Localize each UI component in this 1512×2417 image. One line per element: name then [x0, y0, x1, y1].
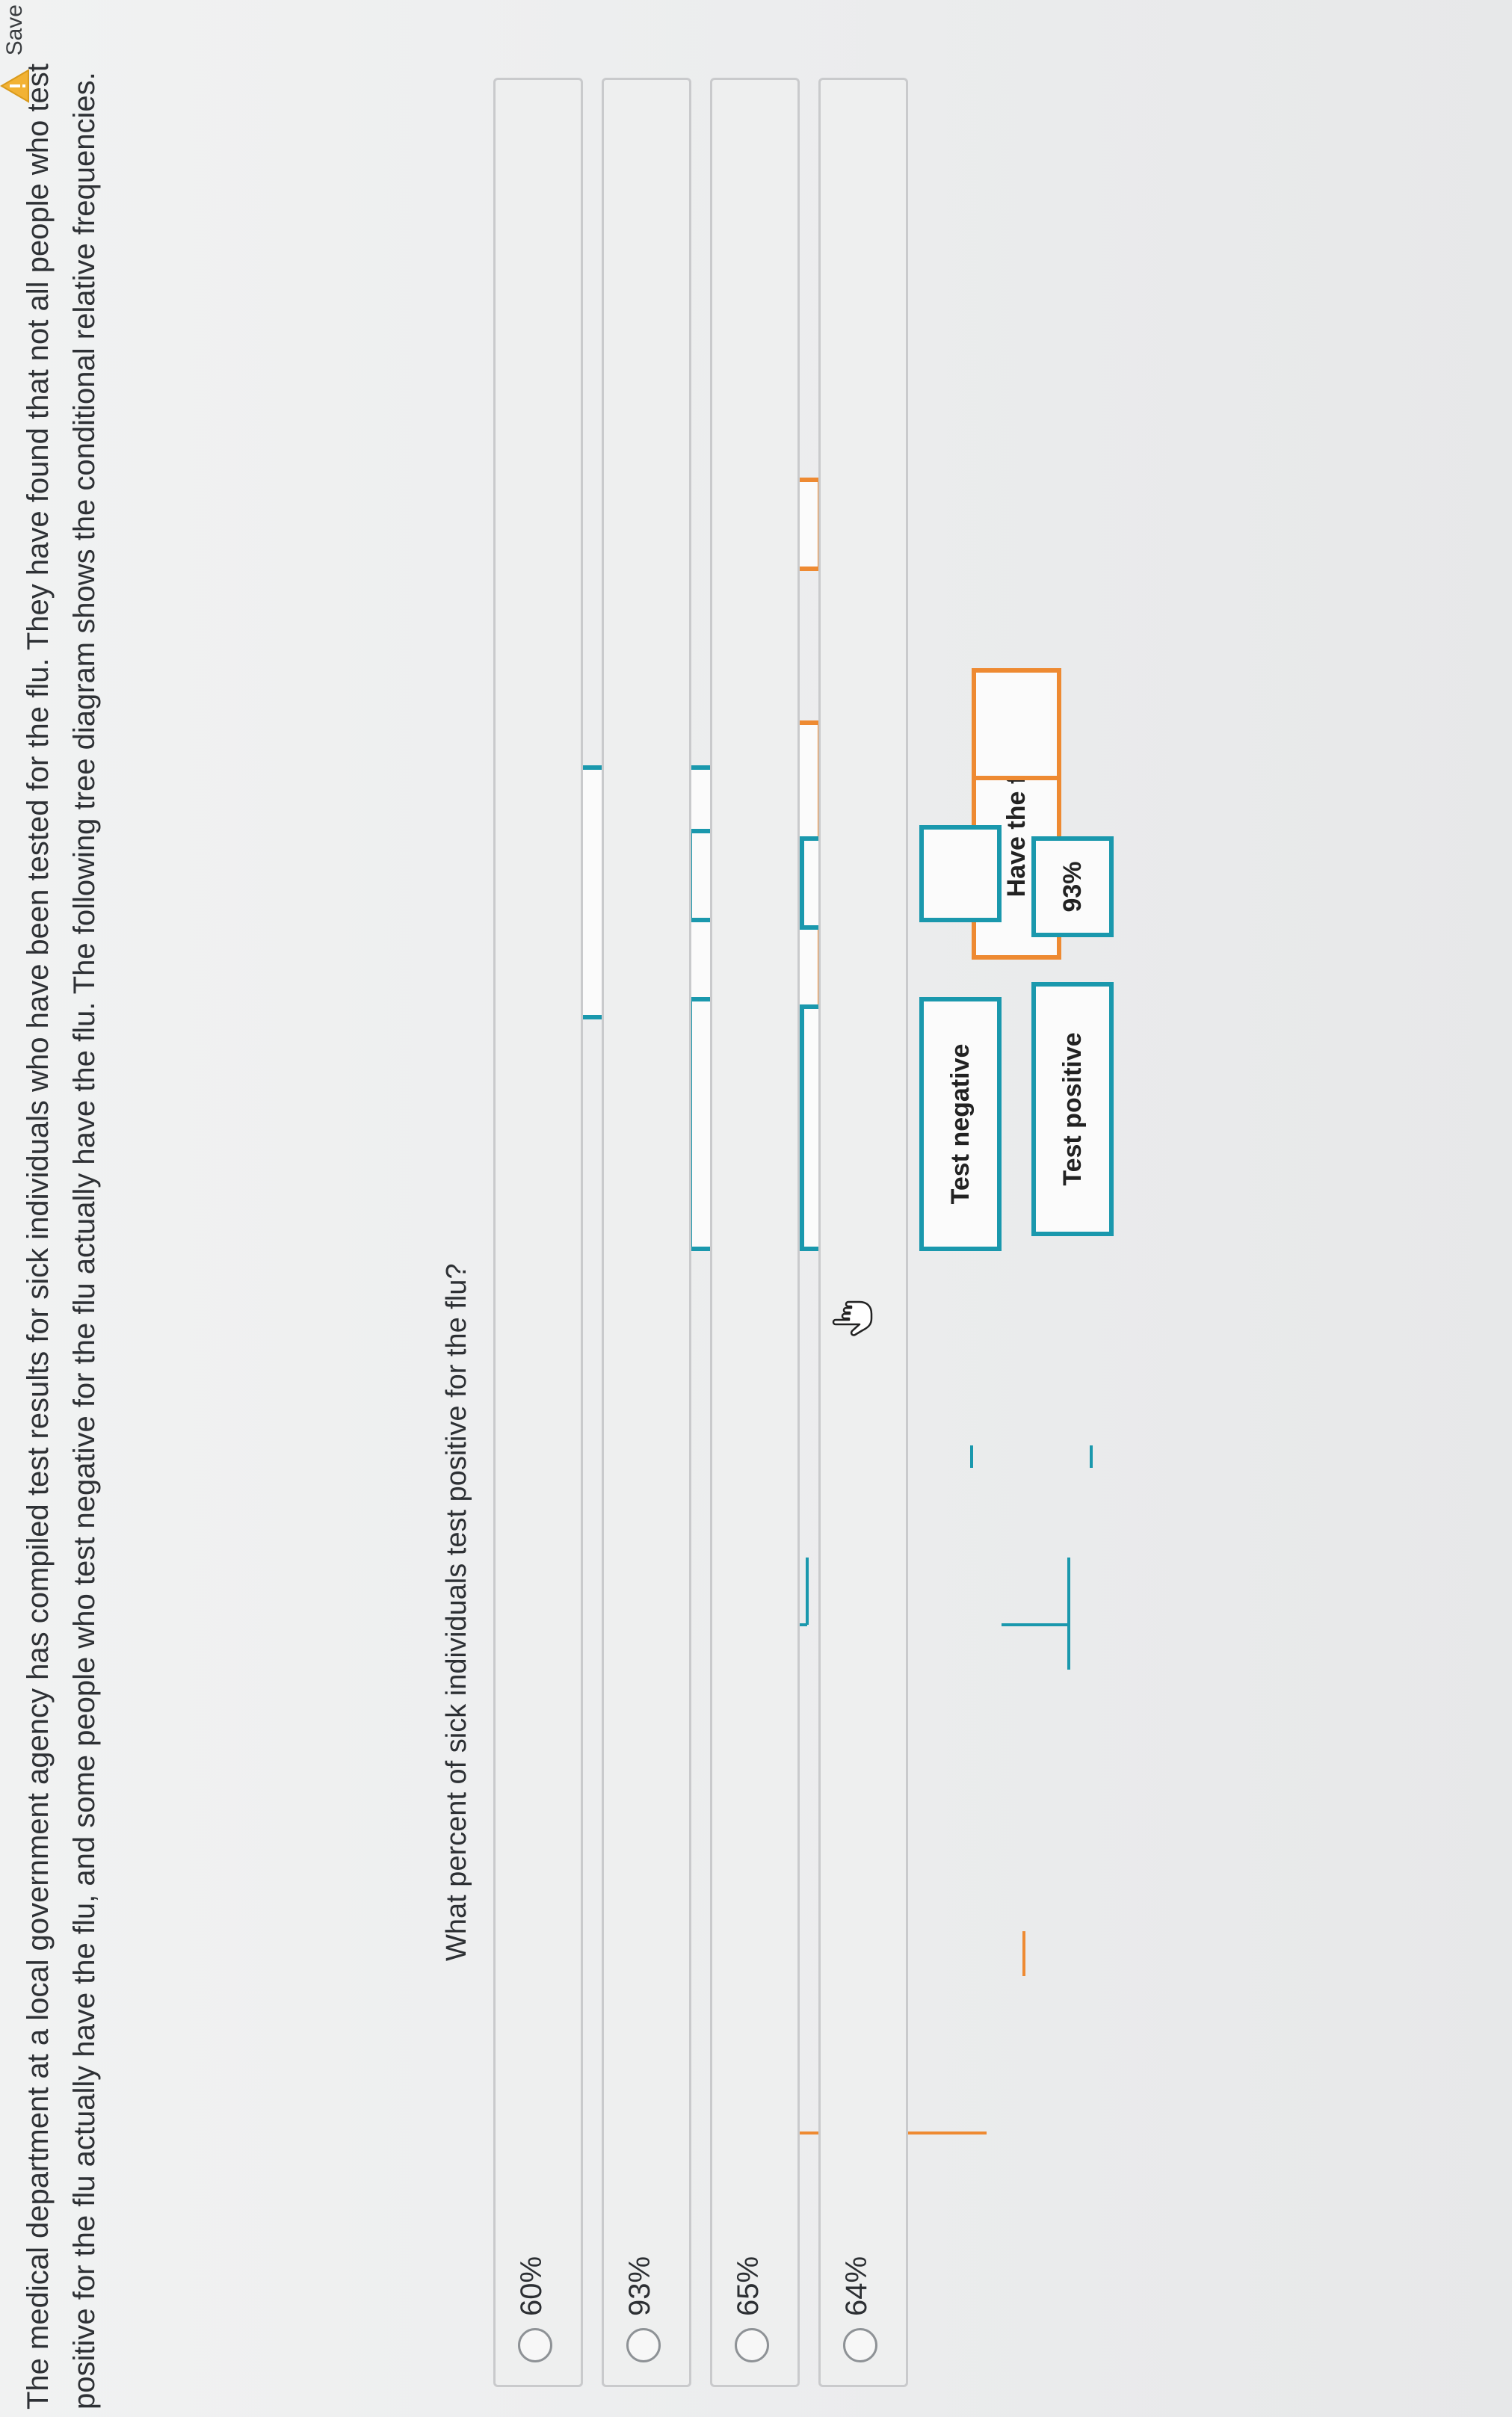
tree-prob-have-flu[interactable] — [972, 668, 1061, 780]
tree-node-have-pos: Test positive — [1031, 982, 1114, 1236]
option-label: 93% — [623, 2256, 656, 2316]
answer-option[interactable]: 93% — [602, 78, 691, 2387]
answer-option[interactable]: 60% — [493, 78, 583, 2387]
radio-button[interactable] — [843, 2328, 877, 2362]
warning-icon — [0, 69, 29, 104]
tree-prob-have-pos: 93% — [1031, 836, 1114, 937]
connector-have-branches — [1002, 1558, 1070, 1670]
answer-option[interactable]: 65% — [710, 78, 800, 2387]
option-label: 64% — [840, 2256, 873, 2316]
option-label: 60% — [515, 2256, 548, 2316]
tree-node-have-neg: Test negative — [919, 997, 1002, 1251]
save-area[interactable]: Save — [0, 4, 30, 104]
radio-button[interactable] — [735, 2328, 769, 2362]
hand-pointer-icon — [832, 1300, 873, 1336]
radio-button[interactable] — [518, 2328, 552, 2362]
answer-option[interactable]: 64% — [818, 78, 908, 2387]
question-prompt: What percent of sick individuals test po… — [441, 1263, 472, 1961]
tree-prob-have-neg[interactable] — [919, 825, 1002, 922]
radio-button[interactable] — [626, 2328, 661, 2362]
option-label: 65% — [732, 2256, 765, 2316]
